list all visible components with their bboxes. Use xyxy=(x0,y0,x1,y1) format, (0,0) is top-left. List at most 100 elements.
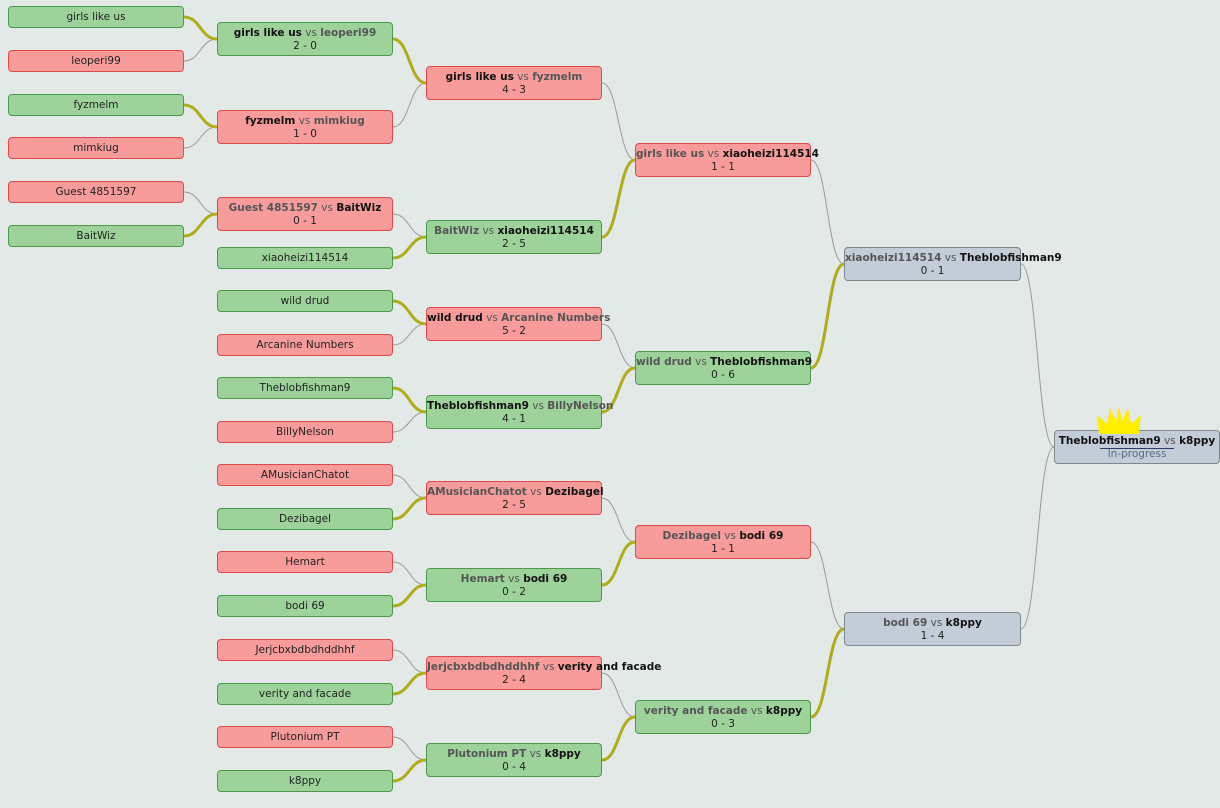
player-one-name: Theblobfishman9 xyxy=(1058,435,1161,447)
player-one-name: xiaoheizi114514 xyxy=(845,252,942,264)
player-slot[interactable]: AMusicianChatot xyxy=(217,464,393,486)
match-players: xiaoheizi114514 vs Theblobfishman9 xyxy=(845,252,1062,264)
player-one-name: girls like us xyxy=(445,71,514,83)
winner-connector xyxy=(392,299,427,326)
match-score: 0 - 6 xyxy=(711,369,735,381)
match-status: In-progress xyxy=(1100,448,1174,460)
winner-connector xyxy=(392,386,427,414)
match-players: Guest 4851597 vs BaitWiz xyxy=(218,202,392,214)
player-slot[interactable]: Theblobfishman9 xyxy=(217,377,393,399)
player-slot[interactable]: Hemart xyxy=(217,551,393,573)
connector xyxy=(1020,446,1055,630)
match-players: BaitWiz vs xiaoheizi114514 xyxy=(427,225,601,237)
player-slot[interactable]: Arcanine Numbers xyxy=(217,334,393,356)
player-two-name: Theblobfishman9 xyxy=(959,252,1062,264)
player-two-name: Arcanine Numbers xyxy=(501,312,611,324)
match-players: Hemart vs bodi 69 xyxy=(427,573,601,585)
player-slot[interactable]: BillyNelson xyxy=(217,421,393,443)
match-players: verity and facade vs k8ppy xyxy=(636,705,810,717)
connector xyxy=(392,474,427,499)
vs-label: vs xyxy=(724,530,736,542)
match-players: fyzmelm vs mimkiug xyxy=(218,115,392,127)
player-two-name: xiaoheizi114514 xyxy=(722,148,819,160)
player-slot[interactable]: bodi 69 xyxy=(217,595,393,617)
player-one-name: fyzmelm xyxy=(245,115,296,127)
match-players: Plutonium PT vs k8ppy xyxy=(427,748,601,760)
connector xyxy=(392,561,427,586)
match-players: girls like us vs leoperi99 xyxy=(218,27,392,39)
player-two-name: k8ppy xyxy=(945,617,982,629)
match-score: 2 - 0 xyxy=(293,40,317,52)
player-slot[interactable]: wild drud xyxy=(217,290,393,312)
player-slot[interactable]: BaitWiz xyxy=(8,225,184,247)
match-score: 2 - 4 xyxy=(502,674,526,686)
vs-label: vs xyxy=(944,252,957,264)
player-slot[interactable]: xiaoheizi114514 xyxy=(217,247,393,269)
player-two-name: BillyNelson xyxy=(547,400,614,412)
player-one-name: Dezibagel xyxy=(662,530,721,542)
vs-label: vs xyxy=(508,573,520,585)
match-score: 0 - 2 xyxy=(502,586,526,598)
player-slot[interactable]: mimkiug xyxy=(8,137,184,159)
player-slot[interactable]: Guest 4851597 xyxy=(8,181,184,203)
connector xyxy=(1020,263,1055,448)
vs-label: vs xyxy=(529,748,542,760)
player-slot[interactable]: girls like us xyxy=(8,6,184,28)
winner-connector xyxy=(392,37,427,85)
winner-connector xyxy=(601,158,636,239)
winner-connector xyxy=(183,15,218,41)
match-score: 2 - 5 xyxy=(502,499,526,511)
connector xyxy=(392,649,427,674)
player-slot[interactable]: Dezibagel xyxy=(217,508,393,530)
player-two-name: k8ppy xyxy=(1179,435,1216,447)
vs-label: vs xyxy=(1164,435,1176,447)
player-one-name: wild drud xyxy=(636,356,692,368)
vs-label: vs xyxy=(707,148,720,160)
winner-connector xyxy=(392,758,427,783)
match-score: 0 - 1 xyxy=(920,265,945,277)
player-slot[interactable]: Plutonium PT xyxy=(217,726,393,748)
player-one-name: Theblobfishman9 xyxy=(427,400,529,412)
connector xyxy=(392,323,427,346)
match-score: 2 - 5 xyxy=(502,238,526,250)
player-one-name: Hemart xyxy=(460,573,505,585)
player-slot[interactable]: k8ppy xyxy=(217,770,393,792)
vs-label: vs xyxy=(298,115,311,127)
match-players: girls like us vs xiaoheizi114514 xyxy=(636,148,819,160)
player-slot[interactable]: fyzmelm xyxy=(8,94,184,116)
crown-icon xyxy=(1097,406,1141,434)
vs-label: vs xyxy=(305,27,317,39)
player-slot[interactable]: verity and facade xyxy=(217,683,393,705)
player-slot[interactable]: Jerjcbxbdbdhddhhf xyxy=(217,639,393,661)
match-score: 1 - 1 xyxy=(711,543,735,555)
vs-label: vs xyxy=(532,400,544,412)
winner-connector xyxy=(392,235,427,260)
match-score: 5 - 2 xyxy=(502,325,526,337)
connector xyxy=(601,323,636,369)
player-one-name: girls like us xyxy=(636,148,705,160)
match-score: 1 - 0 xyxy=(293,128,317,140)
connector xyxy=(601,497,636,543)
connector xyxy=(183,126,218,149)
player-one-name: girls like us xyxy=(233,27,302,39)
player-slot[interactable]: leoperi99 xyxy=(8,50,184,72)
vs-label: vs xyxy=(482,225,495,237)
